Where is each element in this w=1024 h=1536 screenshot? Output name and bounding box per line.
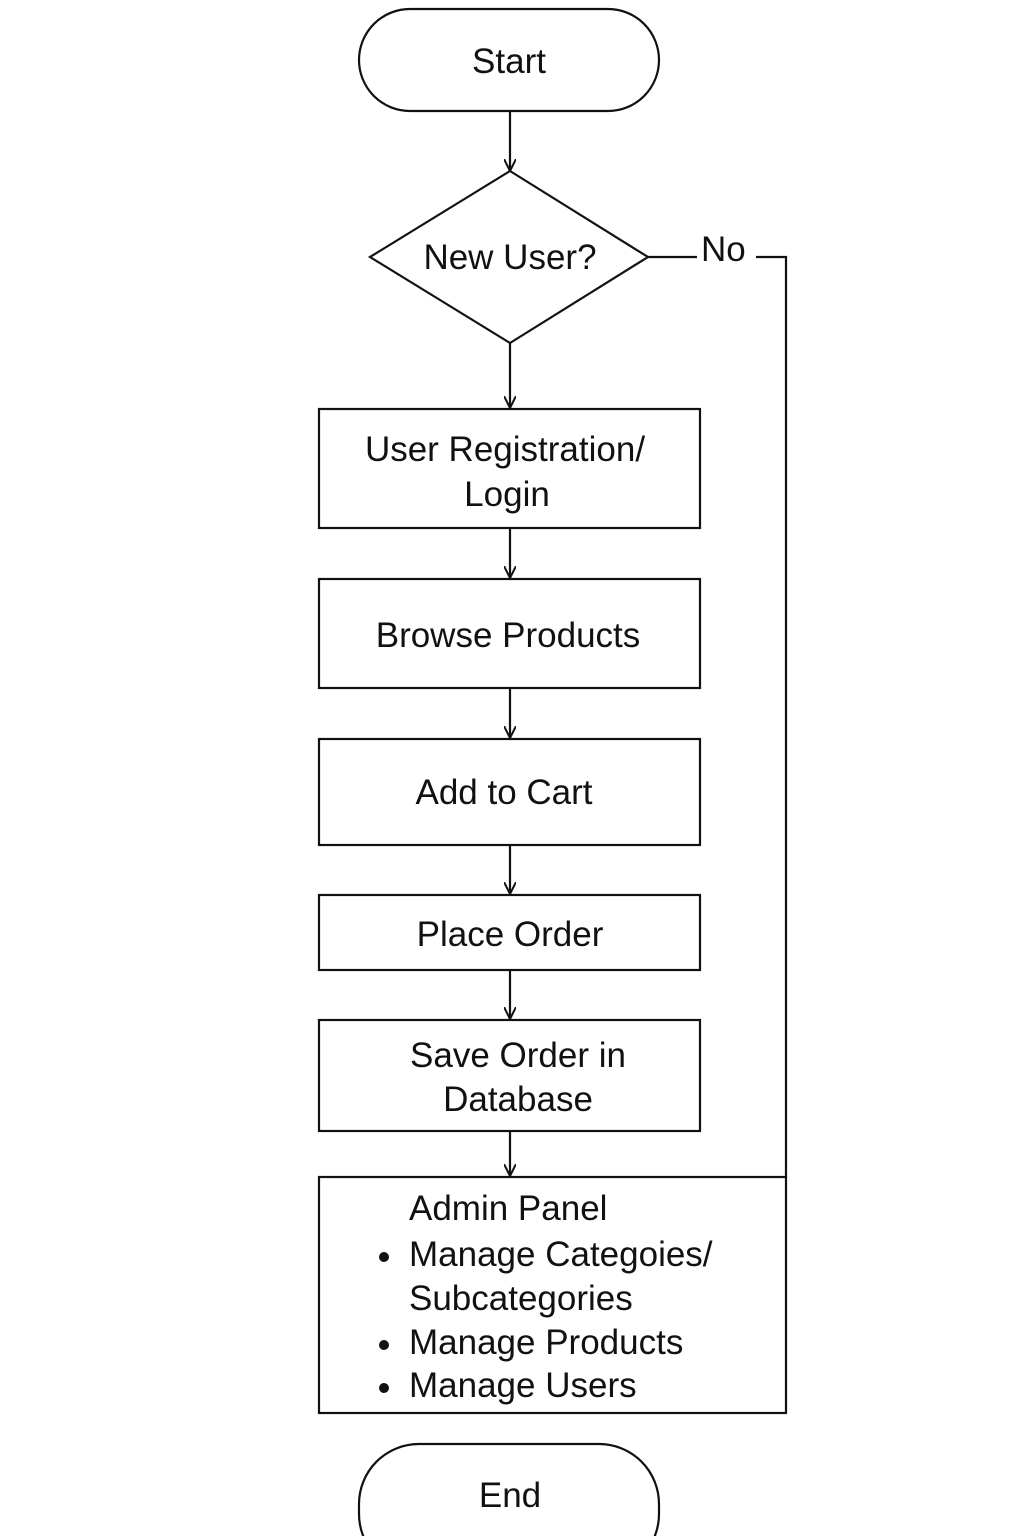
admin-item-categories-line-2: Subcategories xyxy=(409,1279,633,1318)
admin-item-products: Manage Products xyxy=(409,1323,683,1362)
start-node: Start xyxy=(357,7,661,113)
admin-panel-node: Admin Panel Manage Categoies/ Subcategor… xyxy=(317,1175,788,1415)
admin-panel-title: Admin Panel xyxy=(409,1189,607,1228)
end-label: End xyxy=(479,1476,541,1515)
step-save-order: Save Order in Database xyxy=(317,1018,702,1133)
decision-node: New User? No xyxy=(367,169,746,345)
step-registration: User Registration/ Login xyxy=(317,407,702,530)
start-label: Start xyxy=(472,42,546,81)
decision-label: New User? xyxy=(423,238,596,277)
admin-item-categories-line-1: Manage Categoies/ xyxy=(409,1235,713,1274)
step-registration-line-2: Login xyxy=(464,475,550,514)
no-branch-label: No xyxy=(701,230,746,269)
bullet-icon xyxy=(379,1252,389,1262)
step-place-order-label: Place Order xyxy=(417,915,604,954)
step-place-order: Place Order xyxy=(317,893,702,972)
step-save-order-line-1: Save Order in xyxy=(410,1036,626,1075)
no-branch-line-right xyxy=(756,255,788,1177)
step-save-order-line-2: Database xyxy=(443,1080,593,1119)
step-browse-products-label: Browse Products xyxy=(376,616,641,655)
bullet-icon xyxy=(379,1383,389,1393)
connectors xyxy=(510,111,788,1177)
bullet-icon xyxy=(379,1340,389,1350)
end-node: End xyxy=(357,1442,661,1536)
step-browse-products: Browse Products xyxy=(317,577,702,690)
step-add-to-cart-label: Add to Cart xyxy=(415,773,592,812)
step-add-to-cart: Add to Cart xyxy=(317,737,702,847)
step-registration-line-1: User Registration/ xyxy=(365,430,645,469)
admin-item-users: Manage Users xyxy=(409,1366,637,1405)
